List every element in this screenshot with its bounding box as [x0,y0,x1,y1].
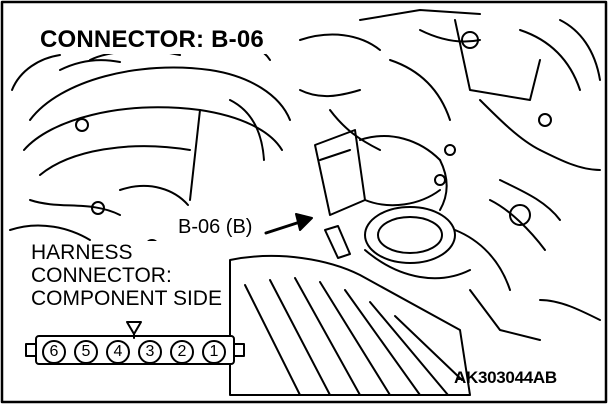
lock-marker-triangle [126,321,142,335]
pin-5: 5 [74,340,98,364]
air-cleaner-sketch [229,255,471,396]
pin-1: 1 [202,340,226,364]
pin-3: 3 [138,340,162,364]
connector-callout-label: B-06 (B) [176,216,255,239]
harness-line-2: CONNECTOR: [31,264,172,287]
pin-4: 4 [106,340,130,364]
harness-line-3: COMPONENT SIDE [31,287,222,310]
figure-code: AK303044AB [454,368,557,387]
pin-2: 2 [170,340,194,364]
callout-arrow [264,220,302,235]
throttle-body-sketch [314,129,601,341]
page-title: CONNECTOR: B-06 [38,26,266,54]
engine-components-sketch [299,9,601,186]
harness-line-1: HARNESS [31,241,133,264]
harness-connector-label: HARNESS CONNECTOR: COMPONENT SIDE [31,241,225,310]
pin-6: 6 [42,340,66,364]
